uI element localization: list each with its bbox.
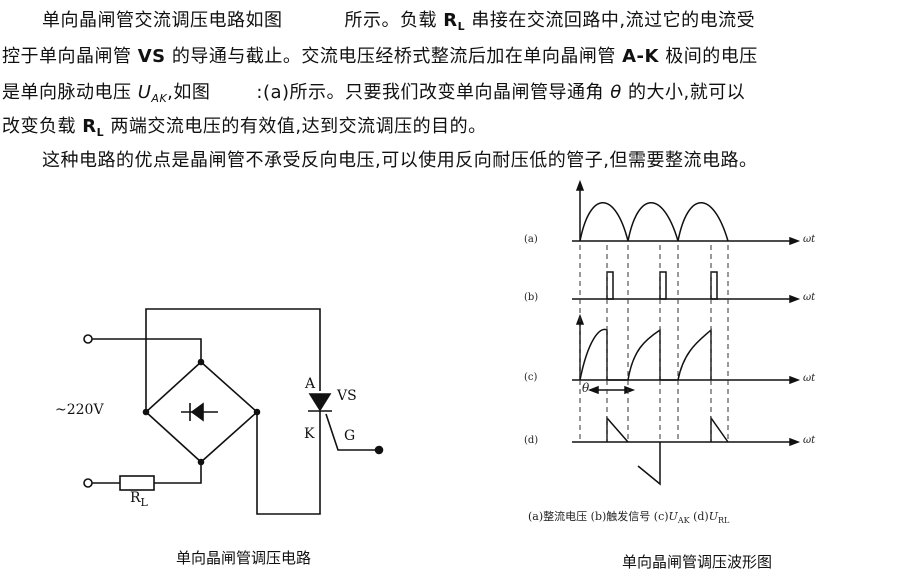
wire-right-node — [256, 412, 321, 515]
thyristor-icon — [308, 393, 332, 412]
load-label: RL — [130, 490, 148, 509]
text-fragment: 的导通与截止。交流电压经桥式整流后加在单向晶闸管 — [171, 46, 616, 67]
cathode-label: K — [304, 426, 315, 442]
load-symbol: RL — [443, 10, 466, 33]
text-fragment: 这种电路的优点是晶闸管不承受反向电压,可以使用反向耐压低的管子,但需要整流电路。 — [42, 150, 758, 171]
text-fragment: 改变负载 — [2, 116, 76, 137]
wire-top — [92, 338, 202, 362]
axis-label-b: ωt — [803, 292, 816, 303]
wire-left-node — [145, 308, 321, 412]
source-voltage-label: ~220V — [55, 402, 104, 418]
text-fragment: 两端交流电压的有效值,达到交流调压的目的。 — [110, 116, 487, 137]
waveform-legend: (a)整流电压 (b)触发信号 (c)UAK (d)URL — [528, 510, 730, 525]
text-fragment: :(a)所示。只要我们改变单向晶闸管导通角 — [256, 82, 605, 103]
device-label: VS — [337, 388, 357, 404]
waveform-caption: 单向晶闸管调压波形图 — [622, 553, 773, 571]
pole-symbol: A-K — [622, 46, 659, 67]
axis-label-d: ωt — [803, 435, 816, 446]
trigger-pulse — [659, 271, 667, 300]
text-fragment: 控于单向晶闸管 — [2, 46, 132, 67]
anode-label: A — [305, 376, 316, 392]
circuit-caption: 单向晶闸管调压电路 — [176, 549, 312, 567]
load-voltage-wave — [606, 416, 629, 443]
load-symbol: RL — [82, 116, 105, 139]
theta-label: θ — [582, 381, 590, 395]
load-voltage-wave — [637, 442, 661, 486]
text-fragment: 是单向脉动电压 — [2, 82, 132, 103]
text-fragment: 极间的电压 — [665, 46, 758, 67]
trigger-pulse — [606, 271, 614, 300]
text-fragment: 串接在交流回路中,流过它的电流受 — [471, 10, 756, 31]
text-fragment: ,如图 — [167, 82, 211, 103]
row-label-b: (b) — [524, 292, 539, 303]
text-fragment: 所示。负载 — [344, 10, 437, 31]
gate-label: G — [344, 428, 356, 444]
row-label-a: (a) — [524, 234, 538, 245]
axis-label-c: ωt — [803, 373, 816, 384]
row-label-d: (d) — [524, 435, 539, 446]
trigger-pulse — [710, 271, 718, 300]
uak-wave — [579, 328, 712, 381]
text-fragment: 单向晶闸管交流调压电路如图 — [42, 10, 283, 31]
load-voltage-wave — [710, 415, 729, 443]
wire-bottom-right — [154, 462, 202, 484]
row-label-c: (c) — [524, 372, 538, 383]
diode-icon — [190, 402, 204, 422]
text-fragment: 的大小,就可以 — [628, 82, 746, 103]
theta-symbol: θ — [610, 82, 622, 103]
gate-terminal — [374, 445, 384, 455]
voltage-symbol: UAK — [137, 82, 168, 105]
device-symbol: VS — [137, 46, 166, 67]
rectified-wave — [579, 202, 729, 242]
gate-wire — [325, 413, 376, 451]
axis-label-a: ωt — [803, 234, 816, 245]
